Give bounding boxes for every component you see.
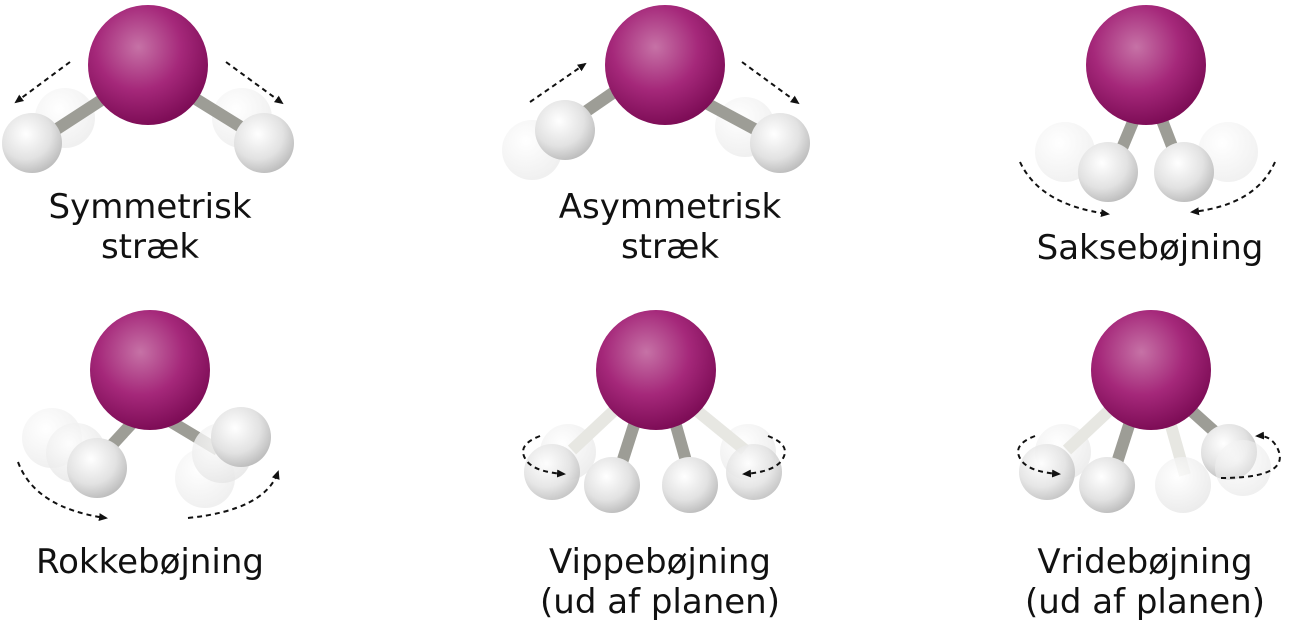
- label-line1: Vridebøjning: [1037, 542, 1253, 582]
- arrow-right: [1220, 431, 1281, 479]
- arrow-right: [742, 435, 786, 478]
- bond-ghost-left: [567, 400, 625, 455]
- label-line1: Vippebøjning: [549, 542, 771, 582]
- hydrogen-atom-left: [535, 100, 595, 160]
- hydrogen-atom-left: [1079, 457, 1135, 513]
- panel-scissoring: Saksebøjning: [1000, 0, 1300, 300]
- scissoring-molecule: [1019, 5, 1276, 218]
- arrow-left: [522, 435, 566, 478]
- wagging-molecule: [522, 310, 786, 513]
- central-atom: [596, 310, 716, 430]
- ghost-hydrogen-right-outer: [1215, 440, 1271, 496]
- hydrogen-atom-left: [584, 457, 640, 513]
- label-line2: stræk: [620, 227, 720, 267]
- panel-rocking: Rokkebøjning: [0, 310, 300, 610]
- central-atom: [605, 5, 725, 125]
- label-symmetric-stretch: Symmetrisk stræk: [0, 187, 300, 267]
- arrow-right: [187, 470, 280, 519]
- arrow-right: [741, 61, 800, 105]
- label-scissoring: Saksebøjning: [1000, 228, 1300, 268]
- central-atom: [90, 310, 210, 430]
- label-asymmetric-stretch: Asymmetrisk stræk: [500, 187, 840, 267]
- label-line2: (ud af planen): [540, 582, 780, 622]
- arrow-left: [14, 61, 71, 104]
- hydrogen-atom-left: [2, 113, 62, 173]
- central-atom: [88, 5, 208, 125]
- label-line1: Asymmetrisk: [558, 187, 782, 227]
- bond-ghost-left: [1062, 400, 1120, 455]
- hydrogen-atom-right: [750, 113, 810, 173]
- arrow-right: [1190, 161, 1276, 216]
- bond-ghost-right: [686, 400, 749, 455]
- symmetric-stretch-molecule: [2, 5, 294, 173]
- panel-twisting: Vridebøjning (ud af planen): [995, 310, 1295, 630]
- label-line2: stræk: [100, 227, 200, 267]
- central-atom: [1091, 310, 1211, 430]
- hydrogen-atom-right: [662, 457, 718, 513]
- label-wagging: Vippebøjning (ud af planen): [500, 542, 820, 622]
- twisting-molecule: [1017, 310, 1281, 513]
- arrow-left: [17, 461, 108, 521]
- arrow-left: [1019, 161, 1110, 218]
- label-line1: Symmetrisk: [48, 187, 252, 227]
- central-atom: [1086, 5, 1206, 125]
- arrow-left: [529, 62, 587, 103]
- panel-wagging: Vippebøjning (ud af planen): [500, 310, 820, 630]
- hydrogen-atom-right: [234, 113, 294, 173]
- hydrogen-atom-left: [1078, 142, 1138, 202]
- label-line1: Rokkebøjning: [36, 542, 264, 582]
- asymmetric-stretch-molecule: [502, 5, 810, 180]
- panel-asymmetric-stretch: Asymmetrisk stræk: [490, 0, 830, 300]
- hydrogen-atom-right: [211, 407, 271, 467]
- panel-symmetric-stretch: Symmetrisk stræk: [0, 0, 300, 300]
- label-line1: Saksebøjning: [1036, 228, 1264, 268]
- label-rocking: Rokkebøjning: [0, 542, 300, 582]
- label-line2: (ud af planen): [1025, 582, 1265, 622]
- hydrogen-atom-right: [1154, 142, 1214, 202]
- ghost-hydrogen-right-lower: [1155, 457, 1211, 513]
- label-twisting: Vridebøjning (ud af planen): [995, 542, 1295, 622]
- arrow-left: [1017, 435, 1061, 478]
- rocking-molecule: [17, 310, 280, 521]
- arrow-right: [225, 61, 284, 105]
- hydrogen-atom-left: [67, 438, 127, 498]
